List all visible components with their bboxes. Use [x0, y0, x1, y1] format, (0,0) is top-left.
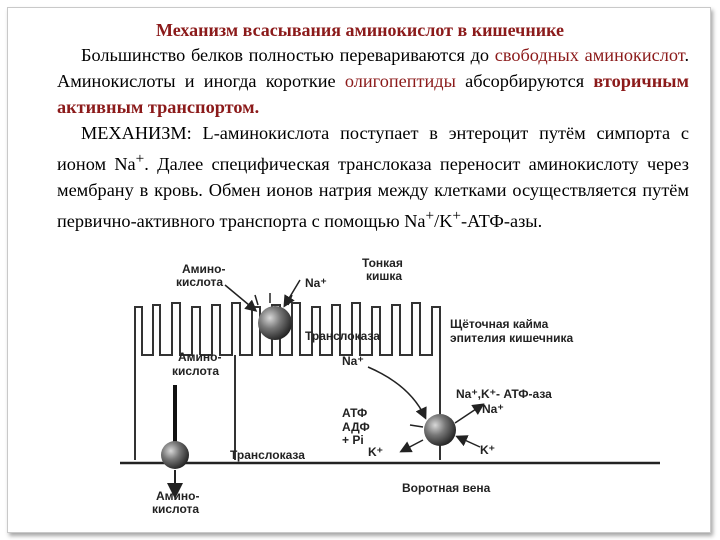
label-atf: АТФ — [342, 406, 367, 420]
para1-highlight-transport: вторичным активным транспортом. — [57, 71, 689, 117]
para2-sup-1: + — [135, 150, 145, 167]
label-na-right: Na⁺ — [482, 402, 504, 416]
brush-border — [134, 302, 441, 460]
para1-text-3: абсорбируются — [455, 71, 594, 91]
arrow-atf — [409, 424, 424, 428]
translocase-bottom-ball — [161, 441, 189, 469]
text-block: Большинство белков полностью перевариваю… — [57, 42, 689, 234]
para1-highlight-amino-acids: свободных аминокислот — [494, 45, 685, 65]
slide-frame — [7, 7, 711, 533]
para2-sup-3: + — [452, 207, 461, 225]
label-portal-vein: Воротная вена — [402, 481, 491, 495]
arrow-tick-2 — [254, 294, 259, 306]
label-adf: АДФ — [342, 420, 370, 434]
arrow-atpase-k-in — [455, 435, 481, 448]
arrow-atpase-na-out — [454, 403, 485, 424]
label-brush-2: эпителия кишечника — [450, 331, 573, 345]
label-brush-1: Щёточная кайма — [450, 317, 549, 331]
label-amino-top-2: кислота — [176, 275, 223, 289]
para1-text-1: Большинство белков полностью перевариваю… — [81, 45, 495, 65]
arrow-na-in — [283, 279, 301, 308]
label-k-right: K⁺ — [480, 443, 495, 457]
para1-highlight-oligopeptides: олигопептиды — [344, 71, 456, 91]
amino-acid-transport-diagram: Амино- кислота Na⁺ Тонкая кишка Щёточная… — [120, 256, 660, 516]
label-amino-top-1: Амино- — [182, 262, 226, 276]
page-title: Механизм всасывания аминокислот в кишечн… — [156, 20, 564, 40]
atpase-ball — [424, 414, 456, 446]
label-pi: + Pi — [342, 433, 364, 447]
label-translokaza-bottom: Транслоказа — [230, 448, 305, 462]
paragraph-mechanism: МЕХАНИЗМ: L-аминокислота поступает в энт… — [57, 120, 689, 234]
label-atpase: Na⁺,K⁺- АТФ-аза — [456, 387, 552, 401]
arrow-tick-3 — [287, 294, 293, 306]
para2-text-2: . Далее специфическая транслоказа перено… — [57, 154, 689, 232]
para2-text-4: -АТФ-азы. — [460, 211, 543, 232]
label-tonkaya-2: кишка — [366, 269, 402, 283]
label-na-mid: Na⁺ — [342, 354, 364, 368]
arrow-amino-in — [224, 284, 258, 312]
translocase-top-ball — [258, 306, 292, 340]
para2-text-1: МЕХАНИЗМ: L-аминокислота поступает в энт… — [57, 123, 689, 175]
para2-text-3: /K — [434, 211, 453, 232]
label-amino-mid-2: кислота — [172, 364, 219, 378]
arrow-na-to-atpase — [367, 366, 427, 420]
para1-text-2: . Аминокислоты и иногда короткие — [57, 45, 690, 91]
label-translokaza-top: Транслоказа — [305, 329, 380, 343]
paragraph-intro: Большинство белков полностью перевариваю… — [57, 42, 689, 120]
label-na-top: Na⁺ — [305, 276, 327, 290]
label-tonkaya-1: Тонкая — [362, 256, 403, 270]
label-k-left: K⁺ — [368, 445, 383, 459]
label-amino-mid-1: Амино- — [178, 350, 222, 364]
para2-sup-2: + — [425, 207, 435, 225]
arrow-k-left — [399, 439, 424, 453]
label-amino-bottom-1: Амино- — [156, 489, 200, 503]
label-amino-bottom-2: кислота — [152, 502, 199, 516]
